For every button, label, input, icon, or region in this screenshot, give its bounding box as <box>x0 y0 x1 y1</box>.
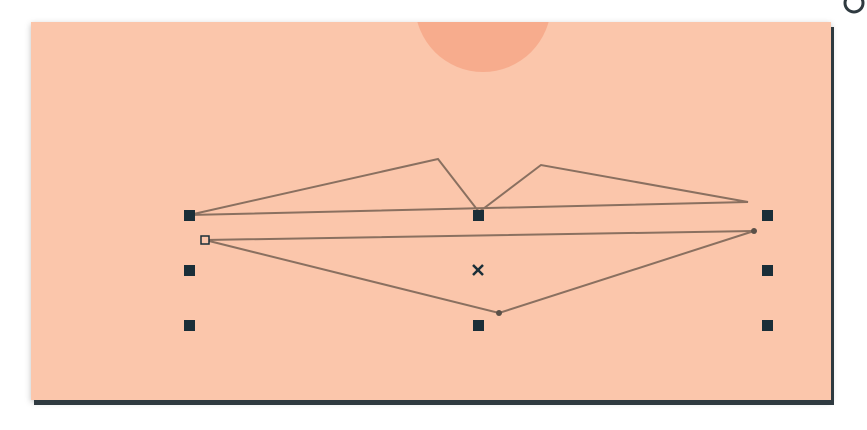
lower-lip-path[interactable] <box>204 230 755 315</box>
anchor-node-right[interactable] <box>751 228 757 234</box>
upper-lip-path[interactable] <box>188 157 749 216</box>
handle-top-center[interactable] <box>473 210 484 221</box>
anchor-node-bottom[interactable] <box>496 310 502 316</box>
handle-bottom-left[interactable] <box>184 320 195 331</box>
handle-top-right[interactable] <box>762 210 773 221</box>
artboard-drawing[interactable] <box>31 22 831 400</box>
x-icon[interactable] <box>472 264 484 276</box>
handle-middle-right[interactable] <box>762 265 773 276</box>
partial-circle-icon[interactable] <box>841 0 867 16</box>
artboard-background <box>31 22 831 400</box>
handle-bottom-right[interactable] <box>762 320 773 331</box>
handle-bottom-center[interactable] <box>473 320 484 331</box>
anchor-node-start[interactable] <box>200 235 210 245</box>
handle-middle-left[interactable] <box>184 265 195 276</box>
handle-top-left[interactable] <box>184 210 195 221</box>
artboard[interactable] <box>31 22 831 400</box>
decorative-circle <box>417 22 549 72</box>
